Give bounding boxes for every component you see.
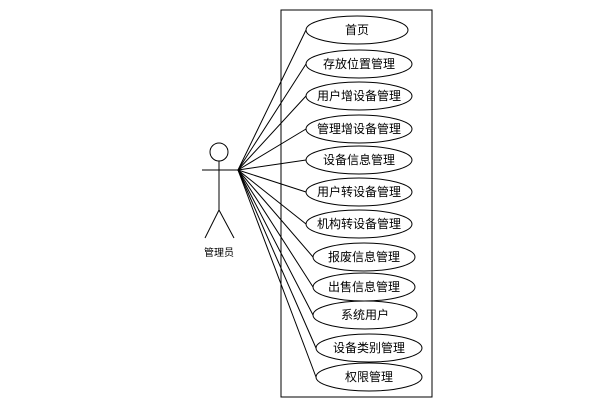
actor-admin: 管理员 <box>202 142 238 259</box>
association-line <box>237 169 307 193</box>
use-case-ellipse <box>305 49 413 79</box>
use-case-label: 存放位置管理 <box>323 56 395 71</box>
use-case-ellipse <box>305 209 413 239</box>
use-case-ellipse <box>312 300 418 330</box>
use-case: 存放位置管理 <box>305 49 413 79</box>
association-line <box>237 169 317 378</box>
association-lines <box>237 29 317 378</box>
association-line <box>237 95 307 171</box>
use-case: 设备信息管理 <box>305 145 413 175</box>
use-case: 权限管理 <box>315 362 423 392</box>
actor-label: 管理员 <box>204 246 234 259</box>
association-line <box>237 169 314 258</box>
use-case-ellipse <box>305 114 413 144</box>
use-case-label: 管理增设备管理 <box>317 121 401 136</box>
use-case-list: 首页 存放位置管理 用户增设备管理 管理增设备管理 设备信息管理 用户转设备管理 <box>305 15 423 392</box>
association-line <box>237 169 314 316</box>
use-case-ellipse <box>305 145 413 175</box>
actor-head <box>209 142 229 162</box>
association-line <box>237 169 314 288</box>
use-case-ellipse <box>305 81 413 111</box>
use-case: 首页 <box>305 15 409 45</box>
association-line <box>237 159 307 171</box>
use-case-label: 用户增设备管理 <box>317 88 401 103</box>
use-case: 用户转设备管理 <box>305 177 413 207</box>
use-case: 用户增设备管理 <box>305 81 413 111</box>
use-case-label: 用户转设备管理 <box>317 184 401 199</box>
use-case-ellipse <box>305 15 409 45</box>
use-case: 系统用户 <box>312 300 418 330</box>
use-case: 管理增设备管理 <box>305 114 413 144</box>
association-line <box>237 128 307 171</box>
use-case: 出售信息管理 <box>312 272 416 302</box>
use-case-label: 出售信息管理 <box>328 279 400 294</box>
use-case-ellipse <box>315 362 423 392</box>
actor-left-leg <box>204 209 220 239</box>
association-line <box>237 29 307 171</box>
use-case-ellipse <box>305 177 413 207</box>
use-case: 机构转设备管理 <box>305 209 413 239</box>
use-case-label: 首页 <box>345 23 369 37</box>
use-case-label: 机构转设备管理 <box>317 216 401 231</box>
association-line <box>237 169 317 349</box>
use-case-label: 系统用户 <box>341 307 389 322</box>
use-case-label: 报废信息管理 <box>328 249 400 264</box>
use-case-label: 设备类别管理 <box>333 340 405 355</box>
association-line <box>237 63 307 171</box>
association-line <box>237 169 307 225</box>
use-case: 报废信息管理 <box>312 242 416 272</box>
use-case-ellipse <box>315 333 423 363</box>
use-case-label: 权限管理 <box>345 369 393 384</box>
use-case: 设备类别管理 <box>315 333 423 363</box>
actor-right-leg <box>218 209 235 239</box>
system-boundary <box>280 9 433 398</box>
use-case-label: 设备信息管理 <box>323 152 395 167</box>
use-case-ellipse <box>312 242 416 272</box>
